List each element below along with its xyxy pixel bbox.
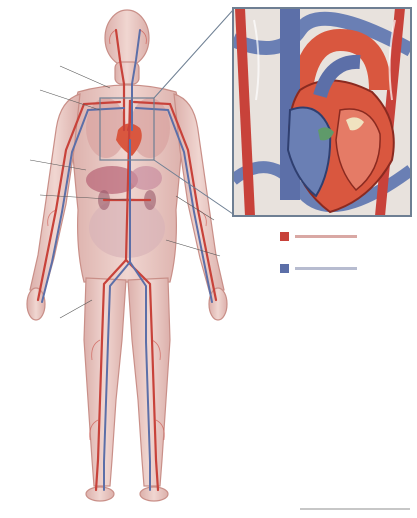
right-arm [174, 94, 224, 294]
left-arm [30, 94, 80, 294]
connector-top [154, 10, 233, 98]
right-hand [209, 288, 227, 320]
legend-swatch-oxygen-poor [280, 264, 289, 273]
legend-line-oxygen-rich [295, 235, 357, 238]
stomach [130, 166, 162, 190]
credit-line [300, 508, 410, 510]
legend-line-oxygen-poor [295, 267, 357, 270]
right-foot [140, 487, 168, 501]
legend [280, 232, 357, 273]
heart-inset [233, 8, 411, 216]
left-hand [27, 288, 45, 320]
left-foot [86, 487, 114, 501]
legend-swatch-oxygen-rich [280, 232, 289, 241]
leader-line [60, 66, 110, 88]
head [105, 10, 149, 66]
